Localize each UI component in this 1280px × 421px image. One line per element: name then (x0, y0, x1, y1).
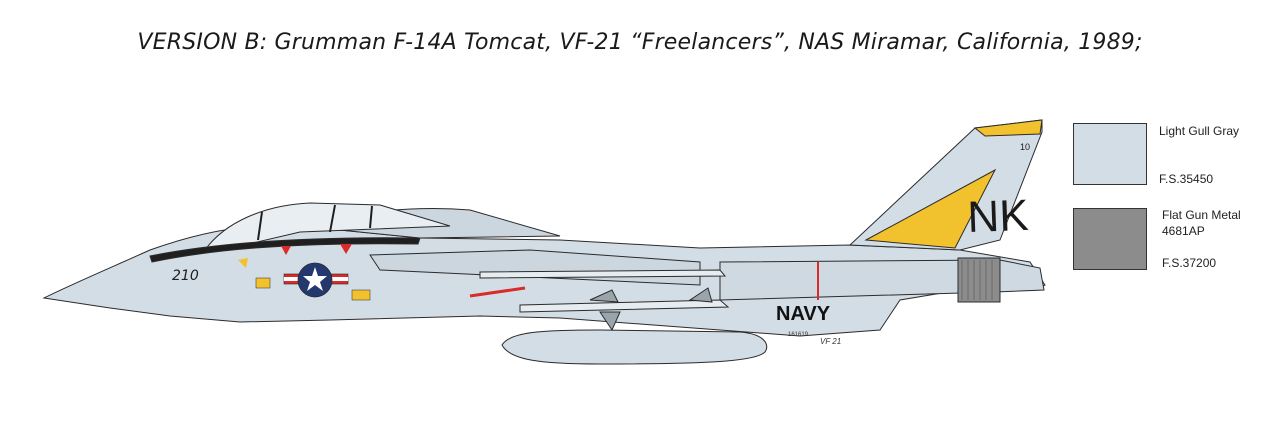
stencil-yellow-1 (255, 277, 271, 289)
tail-yellow-cap (973, 119, 1043, 137)
swatch-code-light-gull-gray: F.S.35450 (1159, 172, 1214, 186)
modex-number: 210 (172, 268, 199, 284)
missile-upper (479, 269, 727, 279)
tail-yellow-triangle (864, 168, 997, 249)
tail-number: 10 (1020, 142, 1030, 152)
national-insignia (283, 262, 349, 298)
warning-triangle-2 (340, 244, 352, 254)
drop-tank (501, 329, 768, 365)
swatch-name-light-gull-gray: Light Gull Gray (1159, 124, 1240, 138)
swatch-name-flat-gun-metal: Flat Gun Metal (1162, 208, 1241, 222)
missile-fins (589, 287, 713, 332)
bureau-number: 161619 (788, 332, 809, 338)
canopy-rail (149, 237, 421, 263)
warning-triangle-1 (281, 246, 291, 255)
fuselage-navy-text: NAVY (776, 303, 831, 325)
swatch-paint-code-flat-gun-metal: 4681AP (1162, 224, 1205, 238)
swatch-light-gull-gray (1073, 123, 1147, 185)
wing-glove-red-line (469, 286, 526, 298)
exhaust-nozzle (957, 257, 1001, 303)
warning-triangle-3 (238, 258, 248, 268)
stencil-yellow-2 (351, 289, 371, 301)
missile-lower (519, 299, 730, 313)
canopy-frame (257, 204, 373, 241)
version-title: VERSION B: Grumman F-14A Tomcat, VF-21 “… (137, 30, 1143, 55)
swatch-flat-gun-metal (1073, 208, 1147, 270)
canopy (203, 202, 451, 251)
squadron-text: VF 21 (820, 337, 841, 346)
swatch-code-flat-gun-metal: F.S.37200 (1162, 256, 1217, 270)
tail-code: NK (967, 191, 1030, 242)
